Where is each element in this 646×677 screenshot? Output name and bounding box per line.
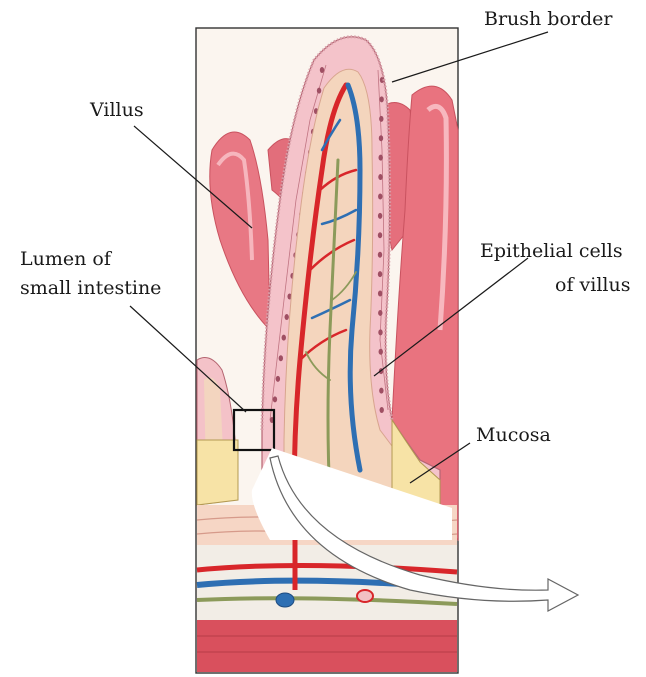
cell-nucleus [379, 135, 383, 141]
label-lumen-line2: small intestine [20, 275, 161, 301]
label-epithelial-line2: of villus [555, 272, 630, 298]
label-brush-border: Brush border [484, 6, 612, 32]
cell-nucleus [379, 155, 383, 161]
cell-nucleus [378, 291, 382, 297]
cell-nucleus [378, 232, 382, 238]
cell-nucleus [379, 349, 383, 355]
label-mucosa: Mucosa [476, 422, 551, 448]
cell-nucleus [379, 96, 383, 102]
label-villus: Villus [90, 97, 144, 123]
label-epithelial-line1: Epithelial cells [480, 238, 623, 264]
cell-nucleus [276, 376, 280, 382]
cell-nucleus [379, 388, 383, 394]
cell-nucleus [279, 355, 283, 361]
cell-nucleus [320, 67, 324, 73]
cell-nucleus [378, 329, 382, 335]
label-lumen-line1: Lumen of [20, 246, 111, 272]
cell-nucleus [282, 335, 286, 341]
cell-nucleus [378, 213, 382, 219]
cell-nucleus [378, 271, 382, 277]
cell-nucleus [378, 310, 382, 316]
cell-nucleus [379, 116, 383, 122]
cell-nucleus [378, 252, 382, 258]
cell-nucleus [285, 314, 289, 320]
cell-nucleus [380, 407, 384, 413]
cell-nucleus [273, 396, 277, 402]
cell-nucleus [378, 193, 382, 199]
cell-nucleus [378, 174, 382, 180]
cell-nucleus [317, 88, 321, 94]
